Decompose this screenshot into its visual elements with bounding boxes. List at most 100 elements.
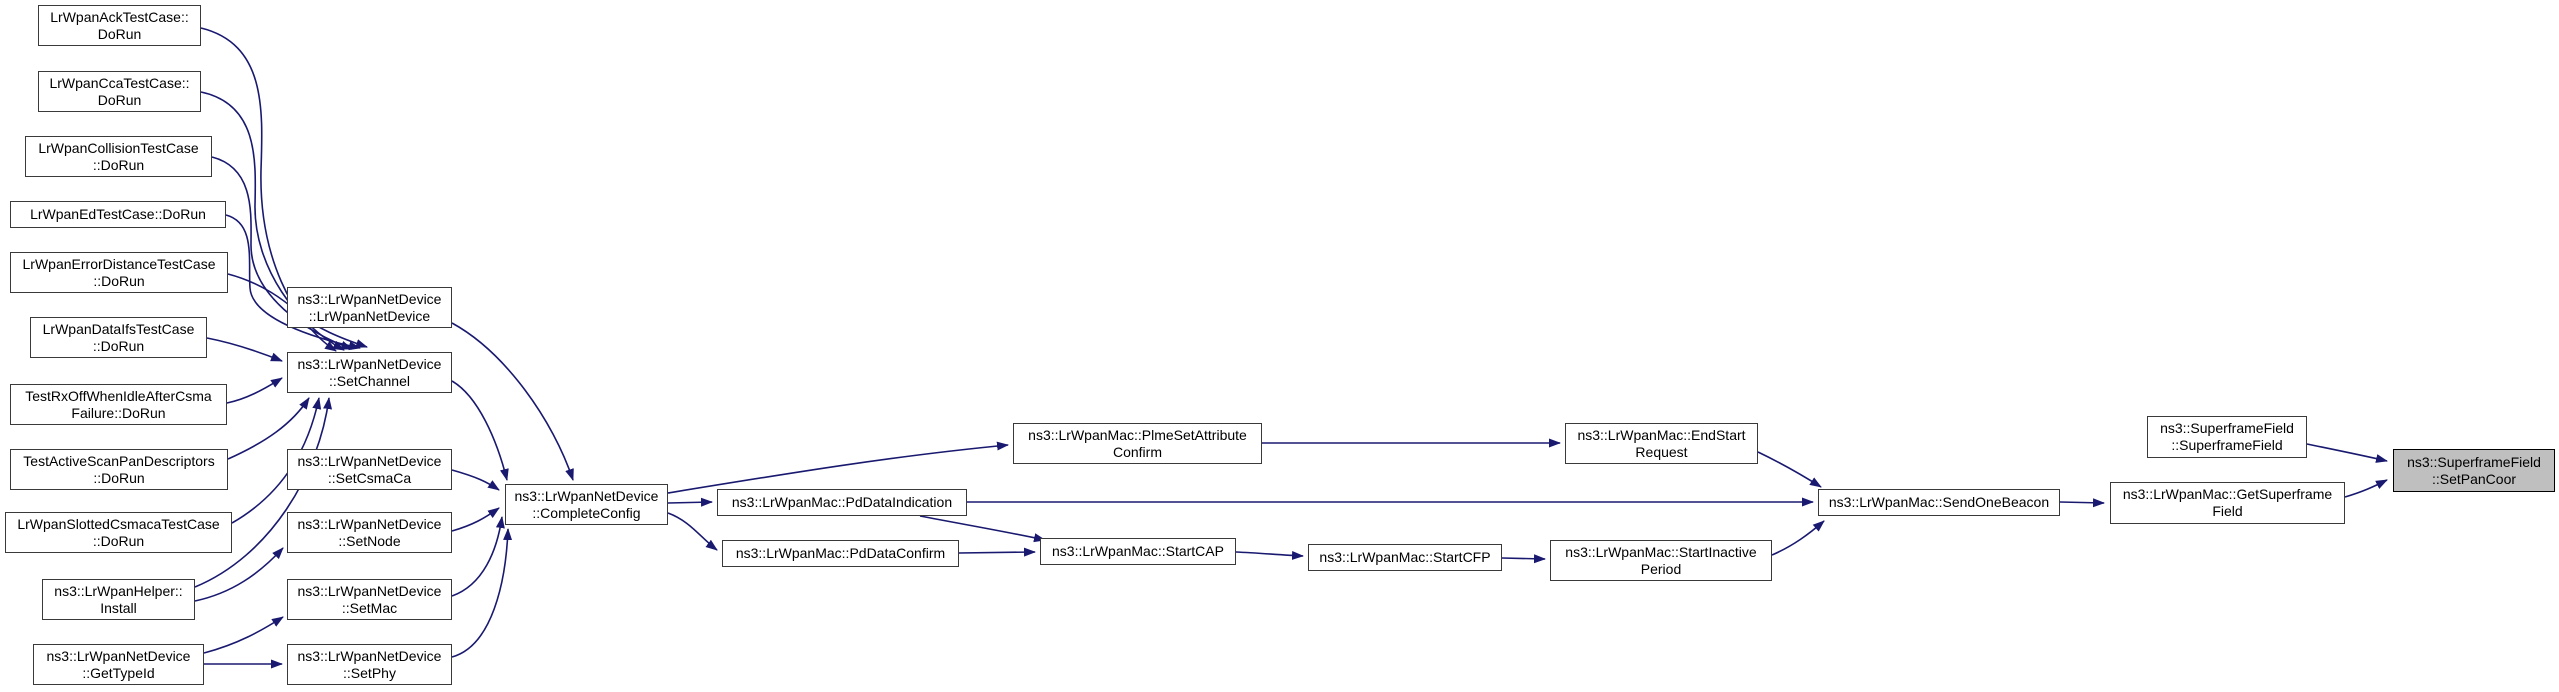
call-edge-getsf-to-setpancoor [2344, 479, 2388, 498]
graph-node-label: Period [1640, 560, 1682, 577]
call-edge-setchannel-to-completeconfig [451, 380, 509, 481]
graph-node-label: DoRun [97, 25, 142, 42]
graph-node-setchannel[interactable]: ns3::LrWpanNetDevice::SetChannel [287, 352, 452, 393]
graph-node-cca[interactable]: LrWpanCcaTestCase::DoRun [38, 71, 201, 112]
call-edge-gettypeid-to-setmac [203, 616, 284, 654]
graph-node-label: ::DoRun [92, 337, 145, 354]
graph-node-label: LrWpanEdTestCase::DoRun [30, 206, 206, 222]
graph-node-sfctor[interactable]: ns3::SuperframeField::SuperframeField [2147, 416, 2307, 458]
graph-node-label: ns3::LrWpanMac::StartCFP [1319, 549, 1491, 565]
graph-node-label: ns3::LrWpanMac::SendOneBeacon [1828, 494, 2050, 510]
call-edge-startcfp-to-startinactive [1501, 554, 1546, 564]
graph-node-label: LrWpanCollisionTestCase [38, 139, 199, 156]
call-edge-startinactive-to-sendonebeacon [1771, 520, 1825, 556]
graph-node-label: ns3::LrWpanNetDevice [297, 355, 442, 372]
graph-node-label: ns3::LrWpanMac::PdDataConfirm [735, 545, 946, 561]
call-edge-install-to-setchannel [194, 397, 333, 588]
graph-node-label: DoRun [97, 91, 142, 108]
graph-node-label: ns3::LrWpanNetDevice [297, 515, 442, 532]
graph-node-dataifs[interactable]: LrWpanDataIfsTestCase::DoRun [30, 317, 207, 358]
graph-node-label: ::DoRun [93, 272, 145, 289]
graph-node-label: ns3::LrWpanNetDevice [297, 290, 442, 307]
graph-node-label: ::SetPhy [343, 664, 396, 681]
graph-node-label: LrWpanSlottedCsmacaTestCase [17, 515, 220, 532]
graph-node-label: Field [2212, 503, 2243, 519]
graph-node-label: Install [100, 599, 137, 616]
graph-node-label: ::SetMac [341, 599, 398, 616]
graph-node-ed[interactable]: LrWpanEdTestCase::DoRun [10, 201, 226, 228]
graph-node-startcfp[interactable]: ns3::LrWpanMac::StartCFP [1308, 544, 1502, 571]
graph-node-label: ::SuperframeField [2171, 437, 2283, 453]
graph-node-sendonebeacon[interactable]: ns3::LrWpanMac::SendOneBeacon [1818, 489, 2060, 516]
call-edge-collision-to-setchannel [211, 156, 353, 350]
call-edge-pddataconf-to-startcap [958, 547, 1036, 557]
call-edge-sendonebeacon-to-getsf [2059, 498, 2105, 508]
graph-node-label: ns3::LrWpanMac::PlmeSetAttribute [1028, 426, 1247, 443]
graph-node-activescan[interactable]: TestActiveScanPanDescriptors::DoRun [10, 449, 228, 490]
graph-node-pddataind[interactable]: ns3::LrWpanMac::PdDataIndication [717, 489, 967, 516]
graph-node-errordist[interactable]: LrWpanErrorDistanceTestCase::DoRun [10, 252, 228, 293]
call-edge-ctor-to-completeconfig [451, 322, 574, 481]
graph-node-label: ::GetTypeId [82, 664, 155, 681]
graph-node-label: TestActiveScanPanDescriptors [23, 452, 215, 469]
call-edge-ed-to-setchannel [225, 214, 361, 351]
graph-node-label: ns3::LrWpanMac::EndStart [1577, 426, 1746, 443]
graph-node-label: ::SetPanCoor [2431, 470, 2517, 487]
graph-node-startcap[interactable]: ns3::LrWpanMac::StartCAP [1040, 538, 1236, 565]
call-edge-pddataind-to-startcap [919, 515, 1046, 543]
graph-node-label: ns3::LrWpanNetDevice [297, 647, 442, 664]
graph-node-setcsmaca[interactable]: ns3::LrWpanNetDevice::SetCsmaCa [287, 449, 452, 490]
graph-node-ack[interactable]: LrWpanAckTestCase::DoRun [38, 5, 201, 46]
graph-node-label: ns3::SuperframeField [2160, 420, 2294, 436]
graph-node-label: ::DoRun [92, 156, 145, 173]
call-edge-dataifs-to-setchannel [206, 337, 283, 362]
call-edge-setnode-to-completeconfig [451, 507, 500, 532]
graph-node-label: ::CompleteConfig [532, 504, 641, 521]
graph-node-setphy[interactable]: ns3::LrWpanNetDevice::SetPhy [287, 644, 452, 685]
graph-node-label: ns3::SuperframeField [2407, 453, 2541, 470]
graph-node-label: LrWpanErrorDistanceTestCase [22, 255, 216, 272]
graph-node-label: ::DoRun [93, 469, 145, 486]
graph-node-label: ns3::LrWpanNetDevice [514, 487, 659, 504]
graph-node-label: Request [1635, 443, 1688, 460]
graph-node-label: TestRxOffWhenIdleAfterCsma [25, 387, 212, 404]
graph-node-install[interactable]: ns3::LrWpanHelper::Install [42, 579, 195, 620]
graph-node-label: Failure::DoRun [71, 404, 166, 421]
graph-node-label: ns3::LrWpanNetDevice [297, 582, 442, 599]
call-edge-completeconfig-to-pddataconf [667, 512, 718, 551]
graph-node-collision[interactable]: LrWpanCollisionTestCase::DoRun [25, 136, 212, 177]
graph-node-label: ns3::LrWpanMac::StartCAP [1052, 543, 1224, 559]
graph-node-label: ::SetChannel [329, 372, 410, 389]
call-edge-activescan-to-setchannel [227, 397, 310, 460]
call-edge-rxoff-to-setchannel [226, 377, 283, 404]
graph-node-setpancoor: ns3::SuperframeField::SetPanCoor [2393, 449, 2555, 492]
graph-node-label: ::SetCsmaCa [327, 469, 412, 486]
call-edge-setcsmaca-to-completeconfig [451, 469, 500, 491]
graph-node-label: Confirm [1112, 443, 1162, 460]
call-edge-completeconfig-to-plmeset [667, 441, 1009, 494]
graph-node-ctor[interactable]: ns3::LrWpanNetDevice::LrWpanNetDevice [287, 287, 452, 328]
graph-node-label: ::DoRun [92, 532, 145, 549]
graph-node-setnode[interactable]: ns3::LrWpanNetDevice::SetNode [287, 512, 452, 553]
graph-node-gettypeid[interactable]: ns3::LrWpanNetDevice::GetTypeId [33, 644, 204, 685]
call-edge-startcap-to-startcfp [1235, 551, 1304, 560]
call-edge-completeconfig-to-pddataind [667, 497, 713, 507]
graph-node-label: ns3::LrWpanNetDevice [46, 647, 191, 664]
graph-node-pddataconf[interactable]: ns3::LrWpanMac::PdDataConfirm [722, 540, 959, 567]
call-edge-setphy-to-completeconfig [451, 528, 513, 658]
graph-node-completeconfig[interactable]: ns3::LrWpanNetDevice::CompleteConfig [505, 484, 668, 525]
graph-node-label: ns3::LrWpanMac::GetSuperframe [2122, 486, 2333, 502]
graph-node-slotted[interactable]: LrWpanSlottedCsmacaTestCase::DoRun [5, 512, 232, 553]
call-edge-install-to-setnode [194, 547, 284, 602]
graph-node-label: ::SetNode [338, 532, 401, 549]
call-edge-endstart-to-sendonebeacon [1757, 451, 1822, 488]
graph-node-setmac[interactable]: ns3::LrWpanNetDevice::SetMac [287, 579, 452, 620]
graph-node-label: ns3::LrWpanMac::PdDataIndication [731, 494, 953, 510]
